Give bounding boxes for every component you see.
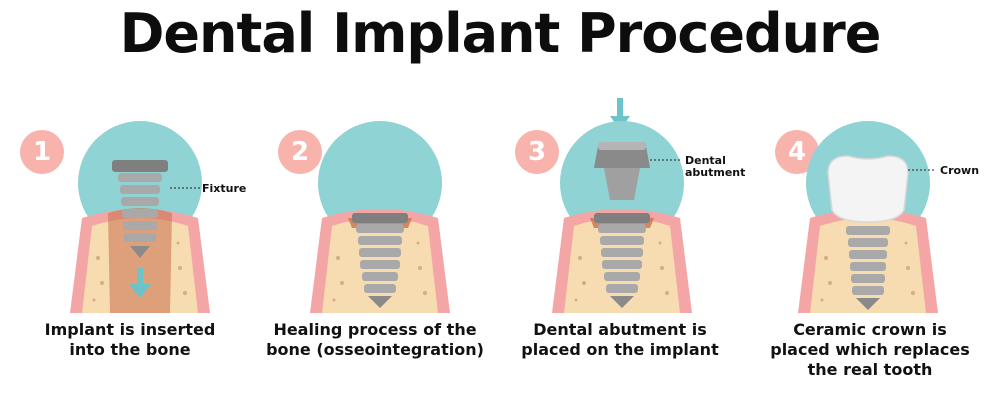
- step-2-illustration: [300, 118, 510, 313]
- fixture-label: Fixture: [202, 182, 247, 195]
- dental-abutment-label: Dental abutment: [685, 155, 745, 179]
- step-1-caption: Implant is inserted into the bone: [15, 320, 245, 360]
- step-3-badge: 3: [515, 130, 559, 174]
- step-4-caption: Ceramic crown is placed which replaces t…: [755, 320, 985, 380]
- caption-line: the real tooth: [807, 360, 933, 379]
- step-3-illustration: [542, 98, 752, 313]
- step-4-illustration: [788, 118, 998, 313]
- caption-line: placed on the implant: [521, 340, 719, 359]
- page-title: Dental Implant Procedure: [119, 2, 882, 65]
- caption-line: Ceramic crown is: [793, 320, 947, 339]
- caption-line: bone (osseointegration): [266, 340, 484, 359]
- step-2-caption: Healing process of the bone (osseointegr…: [260, 320, 490, 360]
- caption-line: into the bone: [69, 340, 191, 359]
- step-1-badge: 1: [20, 130, 64, 174]
- caption-line: Healing process of the: [273, 320, 477, 339]
- step-1-illustration: [60, 118, 270, 313]
- dental-abutment-label-line-2: abutment: [685, 166, 746, 179]
- step-4-badge: 4: [775, 130, 819, 174]
- dental-abutment-label-line-1: Dental: [685, 154, 726, 167]
- caption-line: placed which replaces: [770, 340, 970, 359]
- crown-label: Crown: [940, 164, 980, 177]
- caption-line: Implant is inserted: [44, 320, 216, 339]
- step-2-badge: 2: [278, 130, 322, 174]
- caption-line: Dental abutment is: [533, 320, 707, 339]
- step-3-caption: Dental abutment is placed on the implant: [505, 320, 735, 360]
